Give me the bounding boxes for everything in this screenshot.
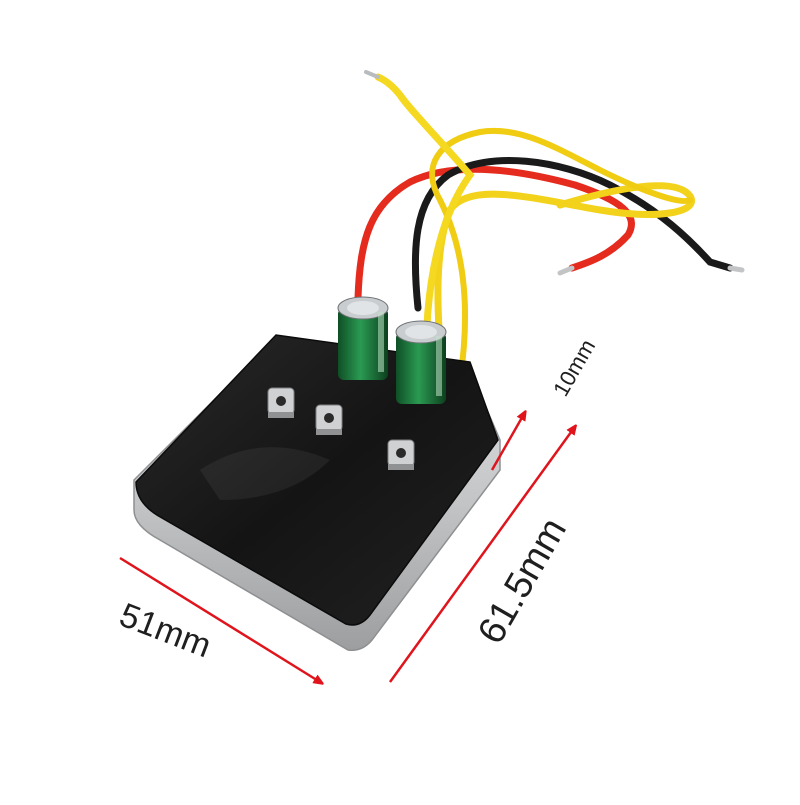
length-arrow bbox=[388, 428, 574, 683]
controller-board bbox=[133, 296, 501, 652]
dimension-arrows bbox=[119, 414, 574, 683]
red-wire bbox=[354, 165, 635, 302]
wire-tip-yellow bbox=[364, 70, 380, 79]
capacitor-left bbox=[337, 296, 389, 380]
terminal-right bbox=[387, 439, 415, 470]
board-black-top bbox=[135, 334, 499, 626]
wire-tip-black bbox=[727, 265, 745, 273]
yellow-wire-3 bbox=[374, 73, 475, 409]
wire-tip-red bbox=[557, 265, 575, 276]
yellow-wire-1 bbox=[434, 182, 695, 404]
capacitor-right bbox=[395, 320, 447, 404]
height-arrow bbox=[490, 414, 524, 471]
terminal-left bbox=[267, 387, 295, 418]
wire-bundle bbox=[354, 70, 745, 409]
yellow-wire-2 bbox=[429, 127, 693, 408]
board-glare bbox=[200, 447, 330, 500]
width-arrow bbox=[119, 556, 320, 682]
terminal-middle bbox=[315, 404, 343, 435]
black-wire bbox=[411, 157, 734, 312]
